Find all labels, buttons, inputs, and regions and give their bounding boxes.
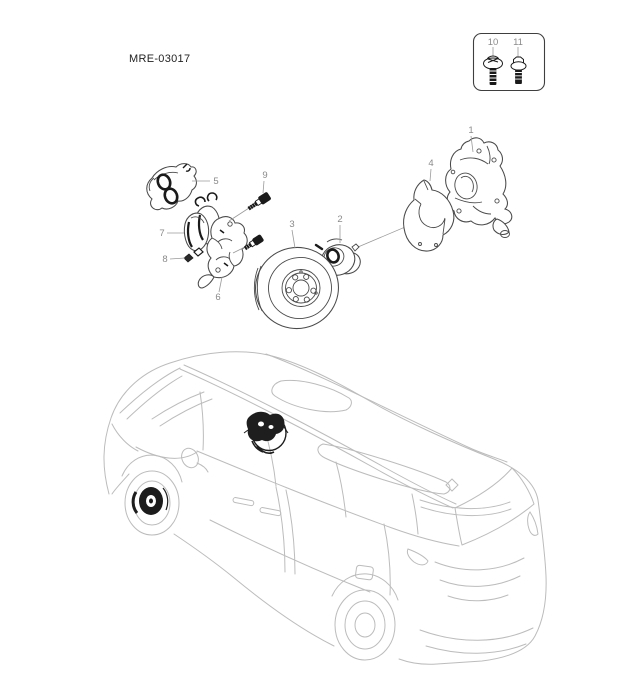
callout-8[interactable]: 8 bbox=[162, 254, 167, 265]
brake-disc-drawing bbox=[253, 246, 339, 330]
callout-3[interactable]: 3 bbox=[289, 219, 294, 230]
callout-1[interactable]: 1 bbox=[468, 125, 473, 136]
leader-4 bbox=[429, 168, 432, 182]
guide-bolt2-drawing bbox=[232, 234, 264, 254]
vehicle-line-art bbox=[103, 351, 547, 665]
callout-6[interactable]: 6 bbox=[215, 292, 220, 303]
callout-10[interactable]: 10 bbox=[488, 37, 499, 48]
leader-1 bbox=[470, 135, 474, 153]
diagram-code: MRE-03017 bbox=[129, 53, 190, 65]
washer-bolt-icon bbox=[483, 55, 503, 85]
leader-9 bbox=[262, 180, 265, 194]
callout-9[interactable]: 9 bbox=[262, 170, 267, 181]
brand-badge bbox=[445, 478, 459, 492]
lug-holes bbox=[285, 270, 318, 303]
fastener-legend-box: 10 11 bbox=[472, 32, 546, 92]
steering-knuckle-drawing bbox=[445, 137, 513, 238]
leader-8 bbox=[169, 257, 186, 260]
callout-5[interactable]: 5 bbox=[213, 176, 218, 187]
dust-shield-drawing bbox=[403, 179, 455, 252]
callout-2[interactable]: 2 bbox=[337, 214, 342, 225]
caliper-bracket-drawing bbox=[197, 216, 248, 289]
front-brake-highlight bbox=[131, 487, 169, 515]
brake-caliper-drawing bbox=[146, 163, 218, 211]
guide-bolt-drawing bbox=[228, 192, 271, 222]
callouts: 1 2 3 4 5 6 7 8 9 bbox=[159, 125, 473, 303]
leader-3 bbox=[291, 229, 296, 249]
callout-4[interactable]: 4 bbox=[428, 158, 433, 169]
callout-7[interactable]: 7 bbox=[159, 228, 164, 239]
callout-11[interactable]: 11 bbox=[513, 37, 523, 48]
beltline-caliper-highlight bbox=[243, 411, 289, 454]
pad-clips-drawing bbox=[183, 247, 204, 263]
hex-flange-bolt-icon bbox=[510, 56, 527, 84]
leader-6 bbox=[218, 276, 223, 293]
